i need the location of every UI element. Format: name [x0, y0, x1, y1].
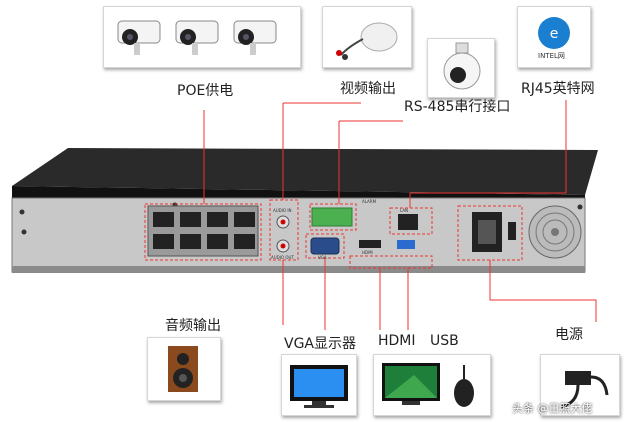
label-usb: USB — [430, 333, 459, 349]
intel-label: INTEL网 — [538, 52, 565, 60]
poe-ports — [147, 205, 259, 257]
label-hdmi: HDMI — [378, 333, 416, 349]
svg-text:e: e — [550, 26, 559, 42]
label-rs485: RS-485串行接口 — [404, 99, 511, 115]
watermark: 头条 @日照大佬 — [512, 402, 593, 415]
speaker-icon — [168, 346, 198, 392]
ptz-camera-icon — [443, 42, 481, 90]
panel-hdmi-label: HDMI — [362, 250, 373, 255]
tv-and-mouse-icon — [382, 363, 474, 407]
ptz-camera-illustration — [427, 38, 495, 98]
monitor-illustration — [281, 354, 357, 416]
power-cable-icon — [560, 371, 609, 409]
bullet-cameras-icon — [117, 20, 277, 55]
label-rj45: RJ45英特网 — [521, 81, 595, 97]
cameras-illustration — [103, 6, 301, 68]
nvr-top-cover — [12, 148, 598, 195]
label-video-out: 视频输出 — [340, 81, 396, 97]
speaker-illustration — [147, 337, 221, 401]
panel-audio-out-label: AUDIO OUT — [271, 255, 294, 260]
label-audio-out: 音频输出 — [165, 318, 221, 334]
panel-audio-in-label: AUDIO IN — [273, 208, 292, 213]
label-poe: POE供电 — [177, 83, 234, 99]
panel-alarm-label: ALARM — [362, 199, 377, 204]
label-power: 电源 — [555, 327, 583, 343]
label-vga: VGA显示器 — [284, 336, 357, 352]
microphone-icon — [336, 22, 398, 60]
microphone-illustration — [322, 6, 412, 68]
monitor-icon — [290, 365, 348, 408]
intel-logo-icon: e — [538, 17, 570, 49]
power-adapter-illustration — [540, 354, 620, 416]
hdmi-usb-illustration — [373, 354, 491, 416]
intel-chip-illustration: e INTEL网 — [517, 6, 591, 68]
panel-lan-label: LAN — [400, 208, 409, 213]
panel-vga-label: VGA — [318, 255, 327, 260]
